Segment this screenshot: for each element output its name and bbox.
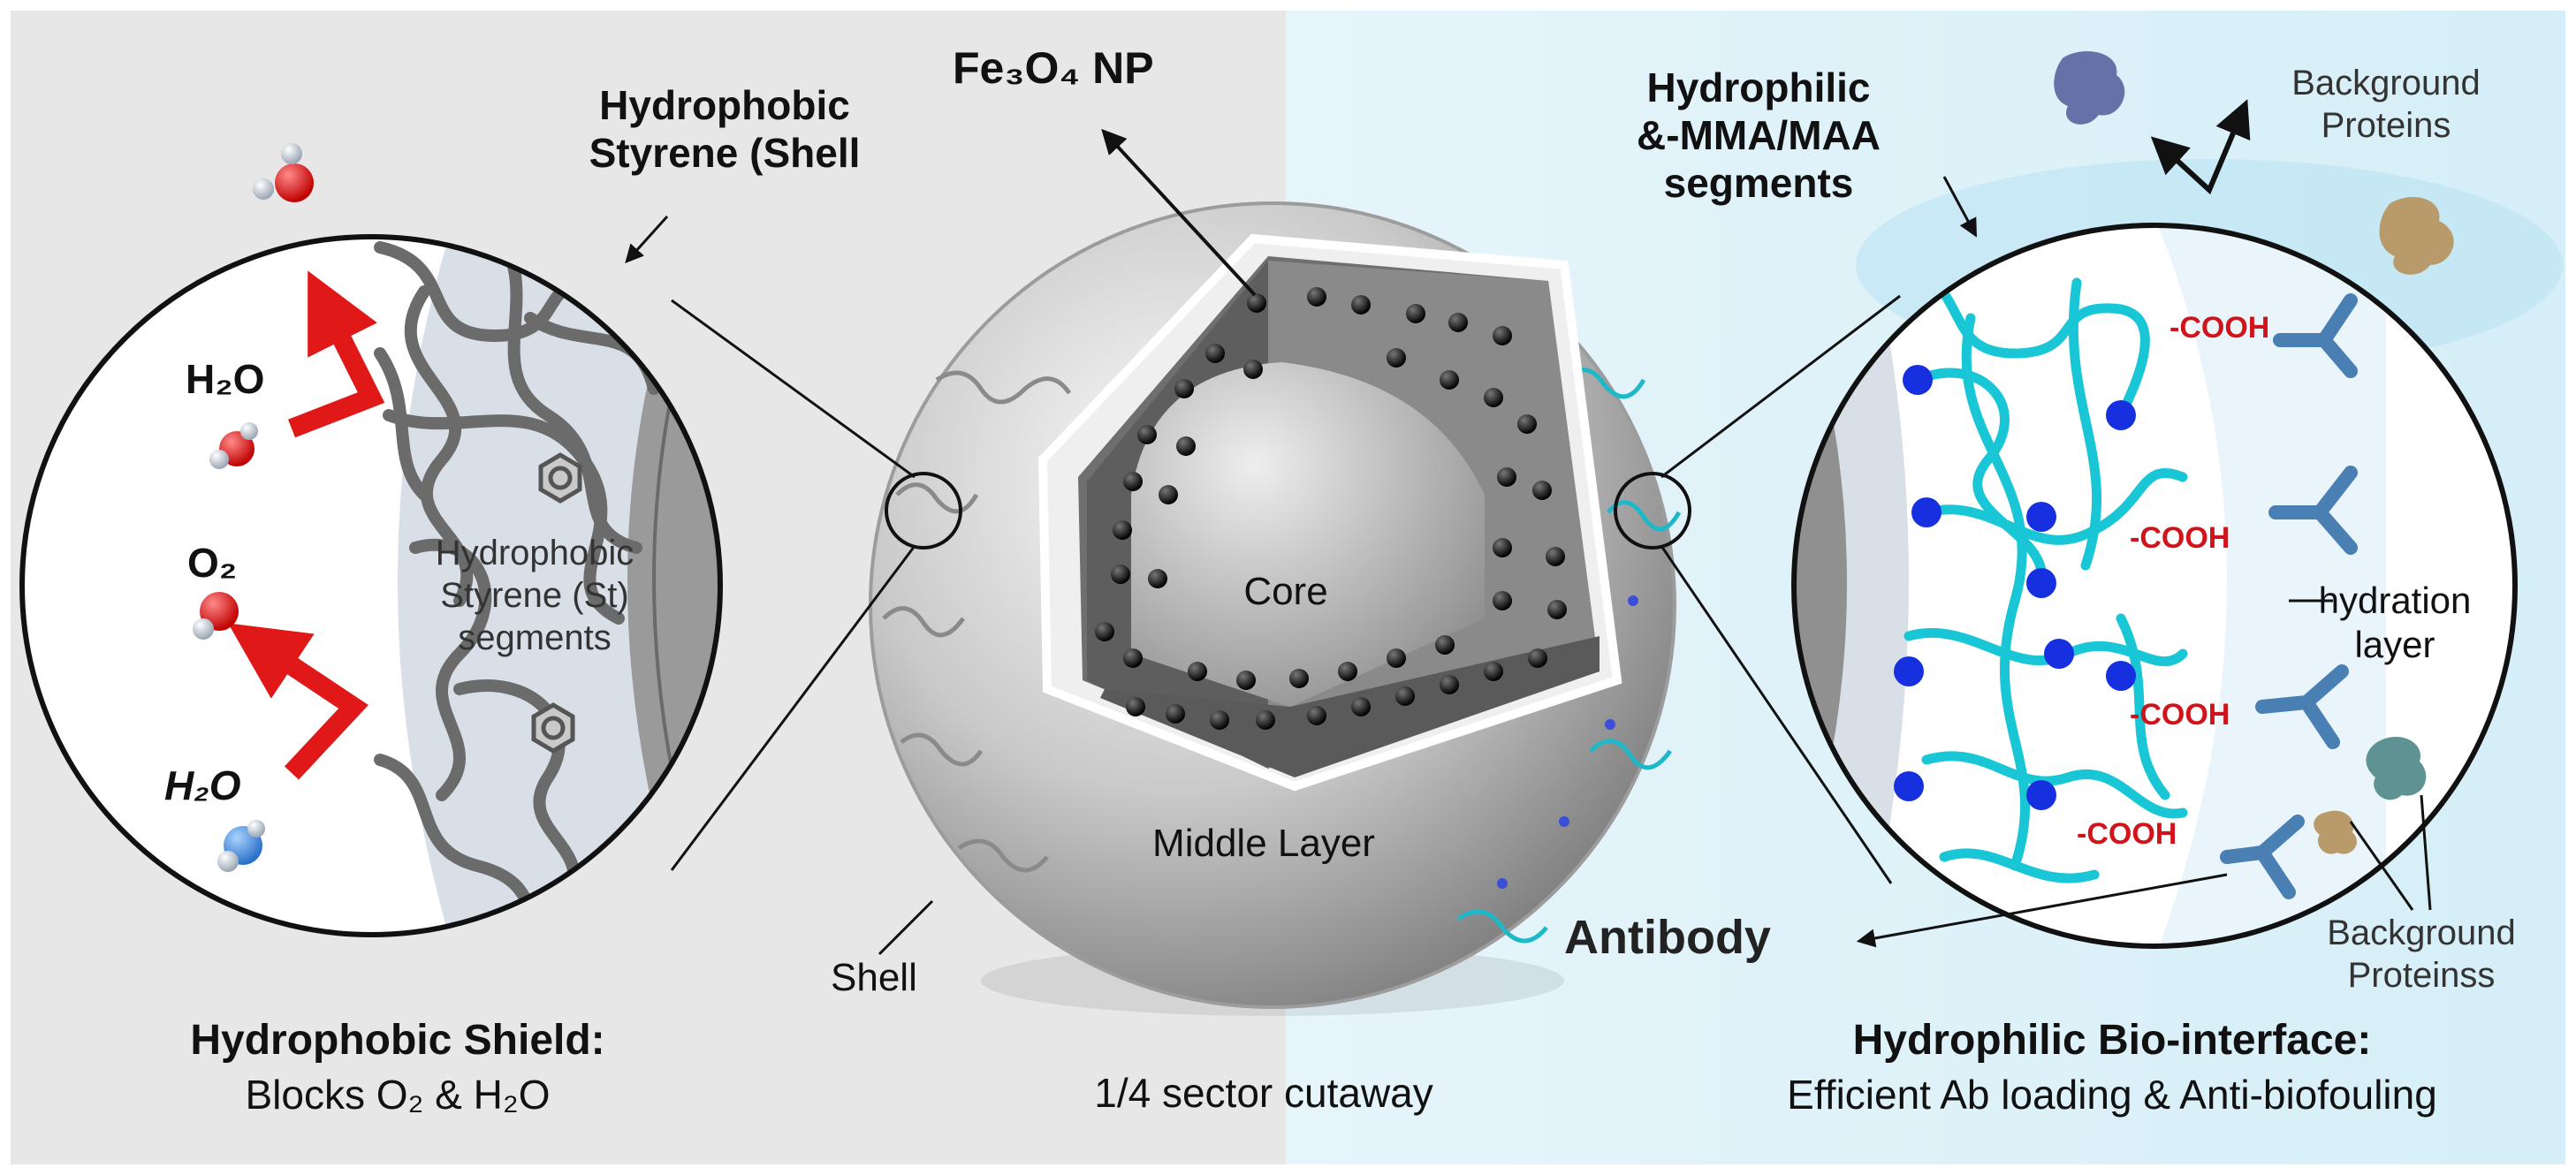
fe3o4-nanoparticles [1095,287,1567,730]
background-protein-blob-1 [2054,50,2125,125]
left-magnified-view [19,234,723,937]
cooh-label-4: -COOH [2077,817,2177,851]
shell-pointer-line [878,899,934,956]
right-zoom-locator [1614,472,1691,550]
fe3o4-np-label: Fe₃O₄ NP [953,43,1154,93]
hydrophilic-title-line3: segments [1663,160,1854,206]
background-proteins-top-line1: Background [2291,64,2481,102]
background-protein-blob-2 [2379,196,2454,275]
background-proteins-bottom-line1: Background [2327,913,2516,952]
cooh-label-3: -COOH [2130,698,2230,732]
hydrophobic-shell-title-line1: Hydrophobic [599,82,850,128]
background-protein-blob-3 [2366,736,2427,800]
core-label: Core [1243,570,1328,613]
hydrophobic-segments-line1: Hydrophobic [435,534,635,572]
hydrophobic-segments-line3: segments [458,618,612,657]
water-molecule-h2o-top [209,422,258,469]
hydrophobic-shield-subtitle: Blocks O₂ & H₂O [245,1072,551,1118]
h2o-label-top: H₂O [186,356,265,402]
hydrophobic-segments-line2: Styrene (St) [440,576,629,615]
core-sphere [1131,362,1485,707]
cutaway-caption: 1/4 sector cutaway [1094,1070,1433,1116]
hydration-layer-line2: layer [2354,624,2435,665]
o2-blocked-arrow [228,623,369,780]
background-proteins-top-label: Background Proteins [2271,62,2501,147]
hydrophilic-biointerface-subtitle: Efficient Ab loading & Anti-biofouling [1787,1072,2437,1118]
hydration-layer-label: hydration layer [2298,579,2492,667]
right-magnified-view [1791,223,2518,949]
nanoparticle-sphere [869,201,1682,1016]
middle-layer-label: Middle Layer [1152,822,1375,865]
background-proteins-bottom-pointer [2349,794,2432,911]
hydrophilic-title-line1: Hydrophilic [1646,64,1871,110]
right-zoom-line-bottom [1660,545,1893,884]
water-molecule-top-left [253,143,314,202]
oxygen-molecule [193,592,239,640]
hydration-layer-region [2156,225,2386,946]
styrene-shell-pointer [625,215,669,264]
hydrophilic-segments-title: Hydrophilic &-MMA/MAA segments [1591,64,1926,207]
h2o-blocked-arrow [288,270,385,438]
maa-carboxyl-nodes [1894,365,2136,810]
background-proteins-repelled-arrows [2150,99,2251,195]
hydrophobic-shell-title-line2: Styrene (Shell [589,130,861,176]
left-zoom-line-top [671,299,916,479]
shell-label: Shell [831,956,917,999]
left-zoom-locator [885,472,962,550]
antibodies [2220,293,2358,899]
middle-layer-bottom-face [1100,636,1600,777]
hydrophilic-biointerface-title: Hydrophilic Bio-interface: [1852,1017,2372,1064]
cooh-label-1: -COOH [2169,311,2270,345]
hydrophobic-shell-title: Hydrophobic Styrene (Shell [574,81,875,177]
left-magnified-circle-border [19,234,723,937]
shell-polymer-chains-gray [882,370,1072,873]
hydrophilic-segments-pointer [1942,176,1977,238]
background-protein-blob-4 [2314,810,2357,854]
fe3o4-pointer-arrow [1101,128,1257,297]
background-proteins-bottom-label: Background Proteinss [2306,912,2536,997]
right-magnified-circle-border [1791,223,2518,949]
inner-layer-region [627,292,720,883]
h2o-label-bottom: H₂O [164,762,241,808]
hydrophobic-segments-label: Hydrophobic Styrene (St) segments [402,532,667,659]
antibody-label: Antibody [1564,911,1771,964]
cooh-label-2: -COOH [2130,521,2230,555]
antibody-pointer-arrow [1856,873,2228,948]
water-molecule-h2o-bottom [217,820,265,872]
hydrophilic-title-line2: &-MMA/MAA [1637,112,1881,158]
left-zoom-line-bottom [670,545,916,871]
background-proteins-top-line2: Proteins [2321,106,2451,145]
background-proteins-bottom-line2: Proteinss [2347,956,2496,995]
right-zoom-line-top [1660,294,1901,479]
hydrophobic-shield-title: Hydrophobic Shield: [190,1017,605,1064]
o2-label: O₂ [187,540,238,586]
hydration-layer-line1: hydration [2318,580,2472,621]
